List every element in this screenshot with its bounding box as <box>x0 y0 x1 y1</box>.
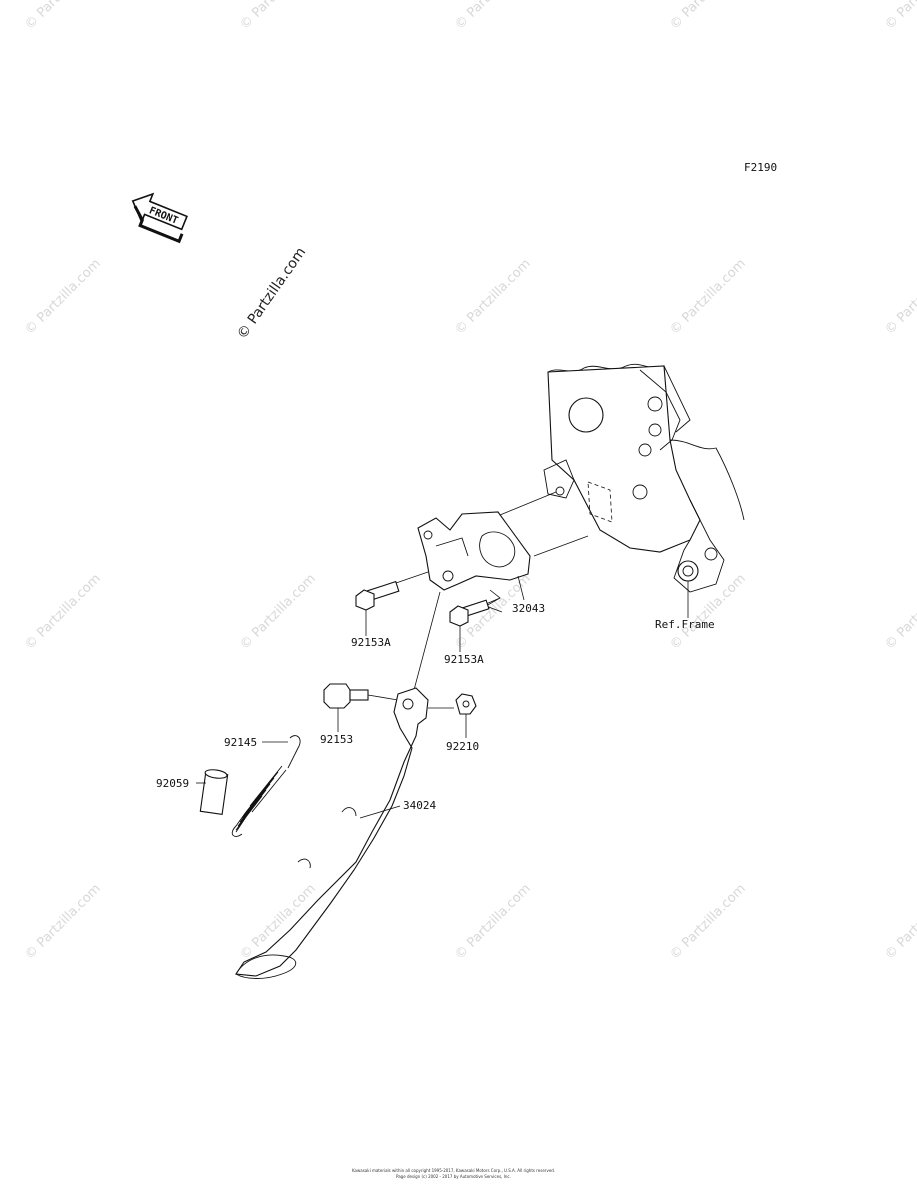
part-number-32043[interactable]: 32043 <box>512 602 545 615</box>
watermark: © Partzilla.com <box>237 571 319 653</box>
part-number-92210[interactable]: 92210 <box>446 740 479 753</box>
watermark: © Partzilla.com <box>882 0 917 33</box>
part-number-92153A-left[interactable]: 92153A <box>351 636 391 649</box>
bracket-32043: 32043 <box>417 511 545 615</box>
front-arrow-icon: FRONT <box>131 192 188 244</box>
collar-92059: 92059 <box>156 769 229 815</box>
watermark-grid: © Partzilla.com © Partzilla.com © Partzi… <box>22 0 917 963</box>
bolt-92153A-right: 92153A <box>444 597 501 666</box>
ref-frame-label: Ref.Frame <box>655 618 715 631</box>
footer-design: Page design (c) 2002 - 2017 by Automotiv… <box>396 1174 511 1179</box>
watermark: © Partzilla.com <box>22 256 104 338</box>
watermark: © Partzilla.com <box>667 881 749 963</box>
spring-92145: 92145 <box>224 735 301 837</box>
part-number-92153[interactable]: 92153 <box>320 733 353 746</box>
assembly-line <box>499 491 557 516</box>
watermark: © Partzilla.com <box>452 256 534 338</box>
watermark: © Partzilla.com <box>882 881 917 963</box>
watermark: © Partzilla.com <box>22 571 104 653</box>
figure-code: F2190 <box>744 161 777 174</box>
bolt-92153A-left: 92153A <box>351 571 429 649</box>
frame-reference: Ref.Frame <box>543 363 745 631</box>
watermark-main: © Partzilla.com <box>234 245 309 343</box>
watermark: © Partzilla.com <box>22 0 104 33</box>
part-number-92145[interactable]: 92145 <box>224 736 257 749</box>
footer-copyright: Kawasaki materials within all copyright … <box>352 1168 555 1173</box>
part-number-92153A-right[interactable]: 92153A <box>444 653 484 666</box>
watermark: © Partzilla.com <box>667 571 749 653</box>
watermark: © Partzilla.com <box>667 256 749 338</box>
assembly-line <box>413 591 441 691</box>
watermark: © Partzilla.com <box>882 256 917 338</box>
watermark: © Partzilla.com <box>667 0 749 33</box>
watermark: © Partzilla.com <box>237 0 319 33</box>
assembly-line <box>533 535 589 557</box>
side-stand-34024: 34024 <box>235 687 436 979</box>
watermark: © Partzilla.com <box>22 881 104 963</box>
part-number-92059[interactable]: 92059 <box>156 777 189 790</box>
watermark: © Partzilla.com <box>882 571 917 653</box>
part-number-34024[interactable]: 34024 <box>403 799 436 812</box>
watermark: © Partzilla.com <box>452 0 534 33</box>
bolt-92153: 92153 <box>320 683 399 746</box>
watermark: © Partzilla.com <box>452 881 534 963</box>
nut-92210: 92210 <box>428 693 479 753</box>
